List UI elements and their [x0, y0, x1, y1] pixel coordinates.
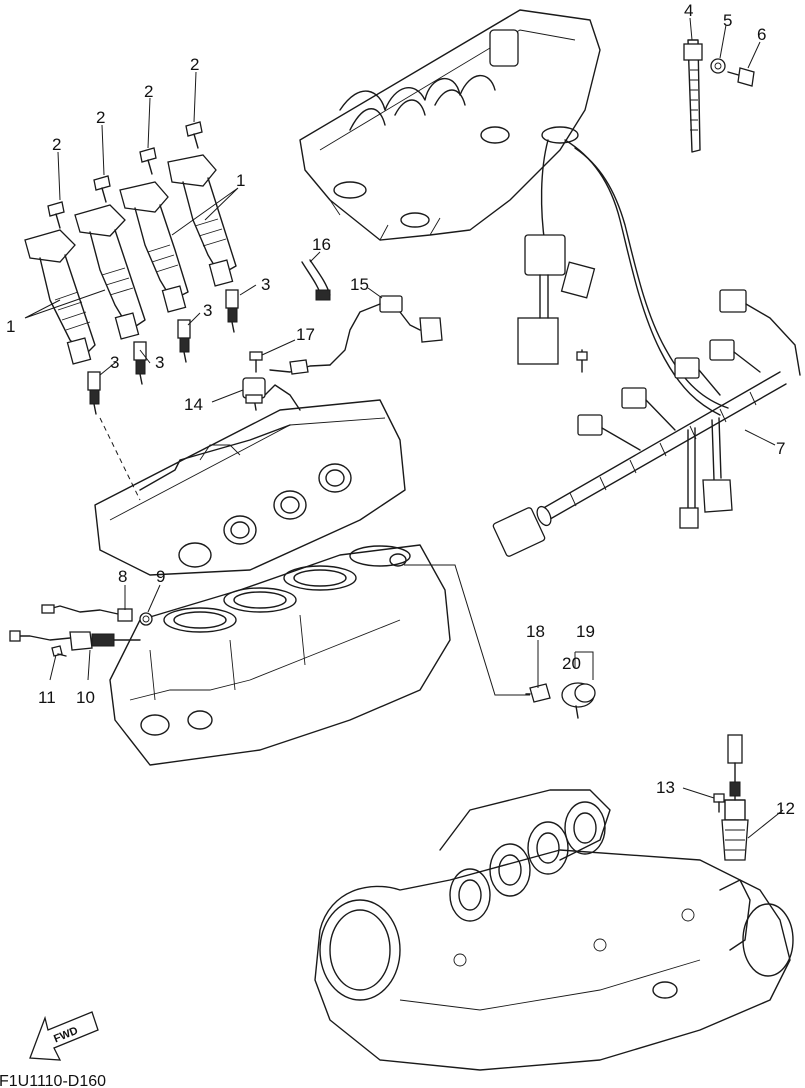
- sensor-bolt[interactable]: [51, 645, 67, 657]
- callout-3: 3: [110, 353, 119, 372]
- callout-1: 1: [6, 317, 15, 336]
- exhaust-manifold: [314, 789, 794, 1071]
- callout-18: 18: [526, 622, 545, 641]
- engine-top-cover: [299, 9, 601, 241]
- callout-3: 3: [155, 353, 164, 372]
- install-guide-line: [99, 417, 141, 501]
- callout-16: 16: [312, 235, 331, 254]
- callout-13: 13: [656, 778, 675, 797]
- callout-5: 5: [723, 11, 732, 30]
- callout-3: 3: [261, 275, 270, 294]
- callout-12: 12: [776, 799, 795, 818]
- callout-6: 6: [757, 25, 766, 44]
- ignition-coil-2[interactable]: [74, 204, 146, 340]
- callout-2: 2: [52, 135, 61, 154]
- callout-9: 9: [156, 567, 165, 586]
- spark-plug[interactable]: [225, 289, 239, 333]
- sensor-bolt-17[interactable]: [249, 351, 263, 373]
- callout-19: 19: [576, 622, 595, 641]
- ignition-coil-3[interactable]: [119, 181, 189, 313]
- callout-2: 2: [96, 108, 105, 127]
- sensor-lead-wire[interactable]: [269, 295, 443, 375]
- knock-sensor[interactable]: [9, 630, 141, 651]
- callout-2: 2: [144, 82, 153, 101]
- sensor-bolt-13[interactable]: [713, 793, 725, 813]
- callout-1: 1: [236, 171, 245, 190]
- coil-bolt-group: [47, 121, 203, 229]
- cylinder-block: [109, 544, 451, 766]
- callout-labels: 1 1 2 2 2 2 3 3 3 3 4 5 6 7 8 9 10 11 12…: [6, 1, 795, 818]
- ignition-coil-4[interactable]: [167, 154, 237, 287]
- ignition-coil-1[interactable]: [24, 229, 96, 365]
- spark-plug[interactable]: [133, 341, 147, 385]
- cable-tie[interactable]: [683, 39, 703, 153]
- callout-11: 11: [38, 688, 56, 707]
- fwd-arrow-icon: FWD: [29, 1011, 99, 1061]
- callout-14: 14: [184, 395, 203, 414]
- wire-clamp[interactable]: [301, 259, 331, 301]
- oil-pressure-switch[interactable]: [525, 683, 551, 703]
- spark-plug[interactable]: [87, 371, 101, 415]
- callout-2: 2: [190, 55, 199, 74]
- collar-nut[interactable]: [710, 58, 726, 74]
- callout-7: 7: [776, 439, 785, 458]
- gasket-washer[interactable]: [139, 612, 153, 626]
- callout-20: 20: [562, 654, 581, 673]
- cylinder-head: [94, 384, 406, 576]
- callout-15: 15: [350, 275, 369, 294]
- exhaust-temp-sensor[interactable]: [721, 734, 749, 861]
- leader-line: [404, 564, 530, 696]
- spark-plug-group: [87, 289, 239, 415]
- coil-bolt[interactable]: [93, 175, 111, 203]
- temperature-sensor[interactable]: [41, 604, 133, 622]
- coil-bolt[interactable]: [185, 121, 203, 149]
- callout-leaders: [24, 17, 784, 839]
- callout-8: 8: [118, 567, 127, 586]
- wire-harness[interactable]: [492, 139, 801, 557]
- mount-bolt[interactable]: [727, 67, 755, 87]
- callout-4: 4: [684, 1, 693, 20]
- callout-10: 10: [76, 688, 95, 707]
- cam-position-sensor[interactable]: [242, 377, 266, 411]
- callout-17: 17: [296, 325, 315, 344]
- coil-bolt[interactable]: [47, 201, 65, 229]
- pressure-sensor[interactable]: [561, 682, 596, 719]
- coil-bolt[interactable]: [139, 147, 157, 175]
- spark-plug[interactable]: [177, 319, 191, 363]
- callout-3: 3: [203, 301, 212, 320]
- ignition-coil-group: [24, 154, 237, 365]
- diagram-code: F1U1110-D160: [0, 1073, 106, 1088]
